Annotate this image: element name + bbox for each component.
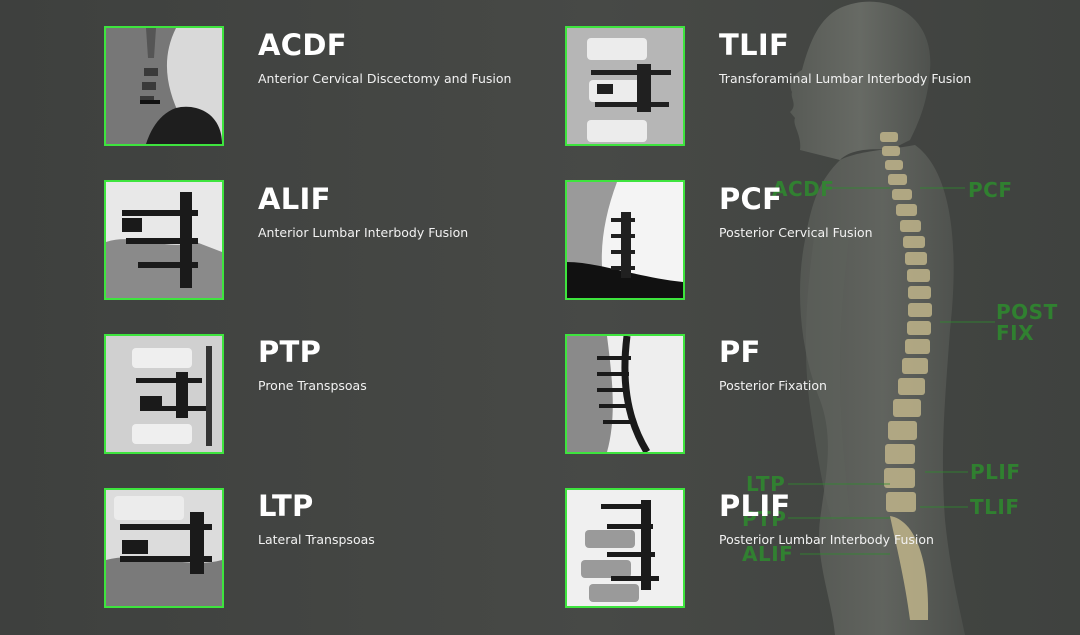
figure-label-pcf: PCF: [968, 178, 1013, 202]
ptp-xray-image[interactable]: [104, 334, 224, 454]
procedure-subtitle: Posterior Cervical Fusion: [719, 225, 873, 240]
figure-label-fix: FIX: [996, 321, 1035, 345]
plif-xray-image[interactable]: [565, 488, 685, 608]
procedure-subtitle: Posterior Lumbar Interbody Fusion: [719, 532, 934, 547]
alif-xray-image[interactable]: [104, 180, 224, 300]
procedure-subtitle: Anterior Lumbar Interbody Fusion: [258, 225, 469, 240]
procedure-subtitle: Posterior Fixation: [719, 378, 827, 393]
figure-label-post: POST: [996, 300, 1058, 324]
pf-xray-image[interactable]: [565, 334, 685, 454]
procedure-title[interactable]: PLIF: [719, 489, 791, 523]
figure-label-tlif: TLIF: [970, 495, 1020, 519]
procedure-title[interactable]: LTP: [258, 489, 314, 523]
tlif-xray-image[interactable]: [565, 26, 685, 146]
procedure-subtitle: Transforaminal Lumbar Interbody Fusion: [719, 71, 972, 86]
ltp-xray-image[interactable]: [104, 488, 224, 608]
procedure-subtitle: Anterior Cervical Discectomy and Fusion: [258, 71, 512, 86]
procedure-subtitle: Prone Transpsoas: [258, 378, 367, 393]
pcf-xray-image[interactable]: [565, 180, 685, 300]
acdf-xray-image[interactable]: [104, 26, 224, 146]
figure-label-acdf: ACDF: [772, 177, 835, 201]
figure-label-ptp: PTP: [742, 507, 787, 531]
figure-label-alif: ALIF: [742, 542, 794, 566]
procedure-title[interactable]: PTP: [258, 335, 322, 369]
figure-label-ltp: LTP: [746, 472, 786, 496]
procedure-title[interactable]: PF: [719, 335, 761, 369]
procedure-title[interactable]: TLIF: [719, 28, 790, 62]
procedure-title[interactable]: ACDF: [258, 28, 347, 62]
procedure-subtitle: Lateral Transpsoas: [258, 532, 375, 547]
procedure-title[interactable]: ALIF: [258, 182, 331, 216]
procedure-title[interactable]: PCF: [719, 182, 783, 216]
figure-label-plif: PLIF: [970, 460, 1021, 484]
